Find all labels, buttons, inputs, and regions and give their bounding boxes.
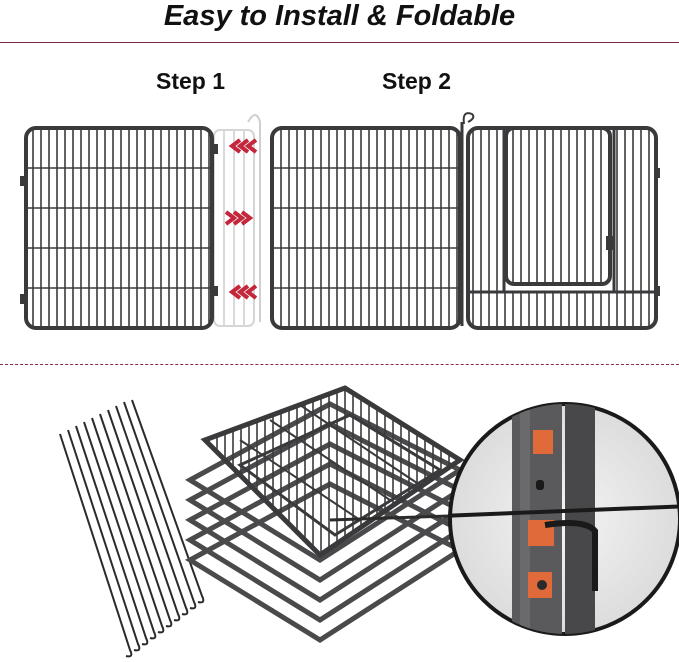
arrow-left-icon bbox=[228, 138, 258, 154]
arrow-right-icon bbox=[224, 210, 254, 226]
page-title: Easy to Install & Foldable bbox=[163, 0, 516, 32]
ground-stakes bbox=[59, 399, 205, 658]
folded-panels-stack bbox=[185, 385, 466, 643]
step-1-panel bbox=[20, 114, 261, 330]
step-2-label: Step 2 bbox=[382, 68, 452, 94]
step-1-label: Step 1 bbox=[156, 68, 226, 94]
section-divider bbox=[0, 364, 679, 365]
connector-zoom-detail bbox=[329, 402, 679, 636]
step-2-panel bbox=[270, 112, 660, 330]
arrow-left-icon bbox=[228, 284, 258, 300]
title-divider bbox=[0, 42, 679, 43]
